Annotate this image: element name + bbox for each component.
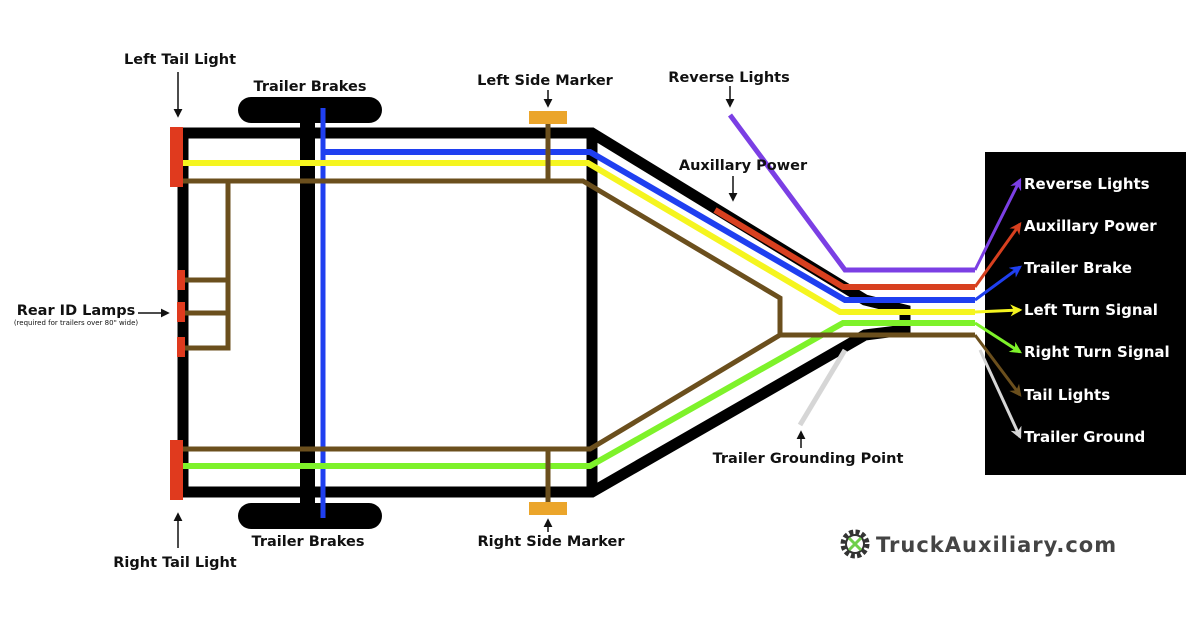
reverse-arrow (973, 177, 1022, 271)
wrench-icon (847, 536, 863, 552)
legend-left-turn-signal: Left Turn Signal (1024, 301, 1158, 319)
label-right-tail-light: Right Tail Light (113, 555, 237, 571)
brake-arrow (974, 265, 1022, 302)
legend-auxillary-power: Auxillary Power (1024, 217, 1157, 235)
label-trailer-brakes-top: Trailer Brakes (254, 79, 367, 95)
left-turn-wire (183, 160, 975, 315)
right-turn-arrow (974, 321, 1023, 354)
label-left-side-marker: Left Side Marker (477, 73, 613, 89)
tail-wire-top (183, 178, 975, 338)
reverse-wire (727, 113, 975, 273)
label-reverse-lights: Reverse Lights (668, 70, 789, 86)
left-tail-light (170, 127, 183, 187)
label-rear-id-lamps: Rear ID Lamps (17, 303, 136, 319)
id-lamp-branches (183, 277, 228, 316)
rear-id-lamp (177, 270, 185, 290)
label-rear-id-note: (required for trailers over 80" wide) (14, 319, 139, 327)
truckauxiliary-logo: TruckAuxiliary.com (840, 529, 1117, 559)
rear-id-lamp (177, 337, 185, 357)
rear-id-lamp (177, 302, 185, 322)
legend-tail-lights: Tail Lights (1024, 386, 1110, 404)
right-side-marker (529, 502, 567, 515)
aux-arrow (973, 222, 1022, 288)
label-auxillary-power: Auxillary Power (679, 158, 808, 174)
right-turn-wire (175, 320, 975, 469)
legend-reverse-lights: Reverse Lights (1024, 175, 1150, 193)
id-lamp-wires (183, 181, 231, 351)
tail-wire-bottom (183, 332, 782, 452)
trailer-frame (177, 127, 911, 498)
label-left-tail-light: Left Tail Light (124, 52, 236, 68)
legend-right-turn-signal: Right Turn Signal (1024, 343, 1170, 361)
label-trailer-grounding-point: Trailer Grounding Point (713, 451, 904, 467)
right-tail-light (170, 440, 183, 500)
logo-text: TruckAuxiliary.com (876, 533, 1117, 557)
tail-arrow (973, 334, 1022, 397)
left-turn-arrow (974, 304, 1023, 317)
brake-wire (323, 149, 975, 303)
ground-arrow (978, 349, 1022, 440)
legend-trailer-brake: Trailer Brake (1024, 259, 1132, 277)
left-side-marker (529, 111, 567, 124)
aux-power-wire (713, 207, 975, 290)
ground-wire (797, 348, 848, 427)
gear-icon (840, 529, 870, 559)
legend-trailer-ground: Trailer Ground (1024, 428, 1145, 446)
label-trailer-brakes-bottom: Trailer Brakes (252, 534, 365, 550)
axle (300, 100, 315, 520)
label-right-side-marker: Right Side Marker (477, 534, 625, 550)
